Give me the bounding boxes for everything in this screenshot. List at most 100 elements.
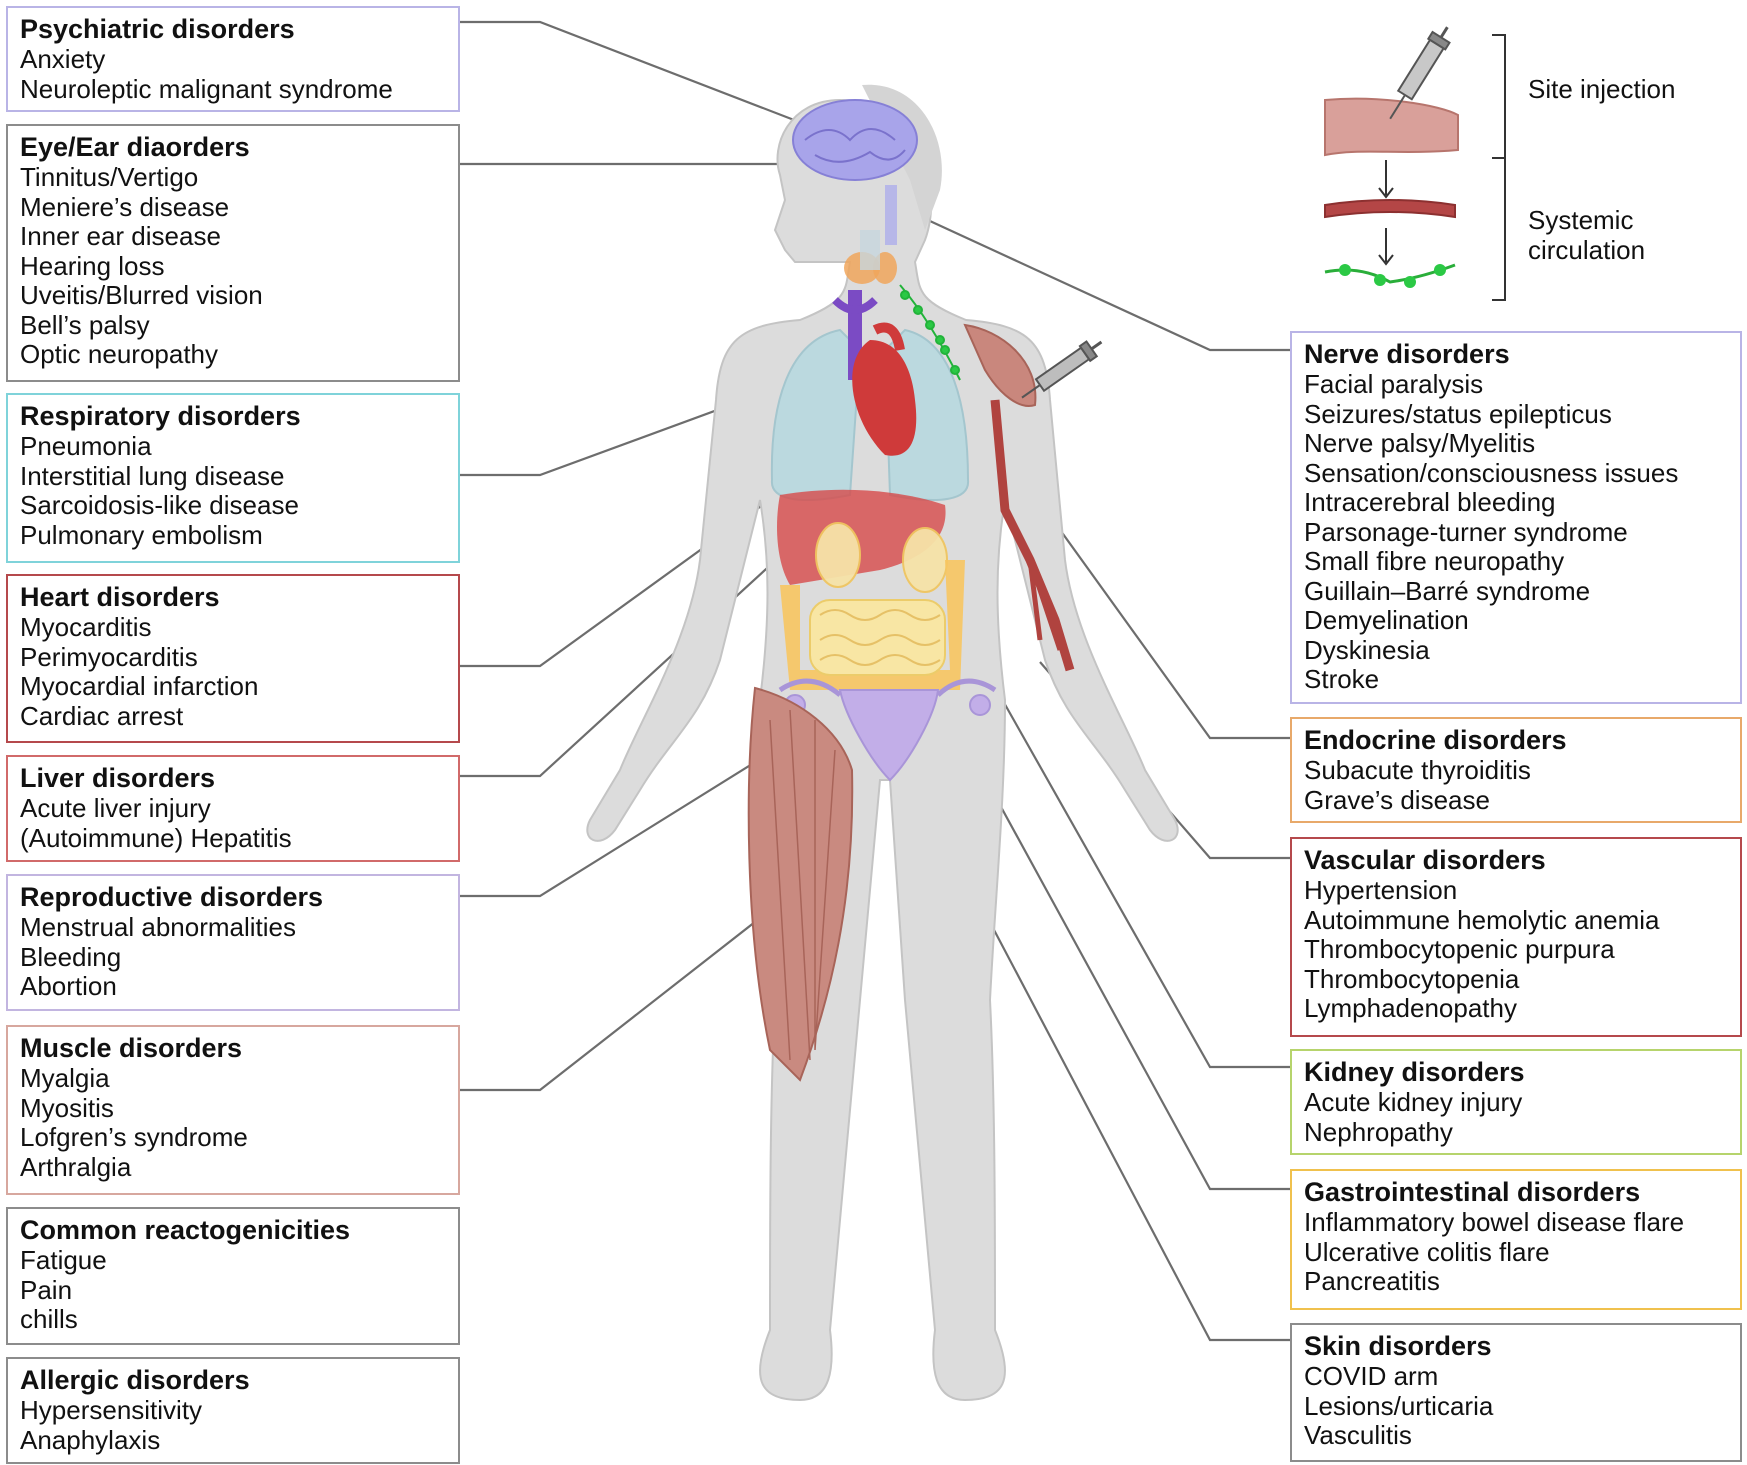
- reproductive-disorder-item: Menstrual abnormalities: [20, 912, 297, 942]
- psychiatric-disorders-title: Psychiatric disorders: [20, 14, 295, 44]
- heart-disorder-item: Myocardial infarction: [20, 671, 259, 701]
- nerve-disorder-item: Nerve palsy/Myelitis: [1304, 428, 1536, 458]
- eye-ear-disorder-item: Bell’s palsy: [20, 309, 150, 340]
- respiratory-disorders-title: Respiratory disorders: [20, 401, 301, 431]
- site-injection-label: Site injection: [1528, 74, 1676, 104]
- vascular-disorder-item: Thrombocytopenic purpura: [1304, 934, 1615, 964]
- kidney-disorder-item: Acute kidney injury: [1304, 1087, 1523, 1117]
- nerve-disorders-title: Nerve disorders: [1304, 339, 1510, 369]
- gastrointestinal-disorder-item: Pancreatitis: [1304, 1266, 1440, 1296]
- brain: [792, 99, 918, 181]
- muscle-disorders-title: Muscle disorders: [20, 1033, 243, 1063]
- kidney-disorders-title: Kidney disorders: [1304, 1057, 1525, 1087]
- allergic-disorder-item: Anaphylaxis: [20, 1424, 161, 1455]
- reproductive-disorder-item: Bleeding: [20, 941, 122, 972]
- leader-muscle: [460, 892, 793, 1092]
- leader-gastrointestinal: [924, 667, 1290, 1191]
- eye-ear-disorder-item: Uveitis/Blurred vision: [20, 280, 263, 310]
- nerve-disorder-item: Seizures/status epilepticus: [1304, 398, 1612, 429]
- nerve-disorder-item: Intracerebral bleeding: [1304, 487, 1556, 517]
- vascular-disorder-item: Lymphadenopathy: [1304, 993, 1517, 1023]
- vascular-disorder-item: Autoimmune hemolytic anemia: [1304, 904, 1660, 935]
- gastrointestinal-disorder-item: Inflammatory bowel disease flare: [1304, 1207, 1685, 1237]
- endocrine-disorders-title: Endocrine disorders: [1304, 725, 1567, 755]
- skin-disorders-title: Skin disorders: [1304, 1331, 1492, 1361]
- respiratory-disorder-item: Pulmonary embolism: [20, 519, 263, 550]
- endocrine-disorder-item: Grave’s disease: [1304, 784, 1490, 815]
- eye-ear-disorder-item: Optic neuropathy: [20, 339, 219, 369]
- nerve-disorder-item: Guillain–Barré syndrome: [1304, 575, 1591, 606]
- leader-skin: [992, 927, 1290, 1342]
- eye-ear-disorder-item: Hearing loss: [20, 250, 165, 281]
- legend-illustration: [1324, 26, 1506, 301]
- leader-nerve: [892, 203, 1290, 352]
- systemic-circulation-label-2: circulation: [1528, 235, 1646, 265]
- nerve-disorder-item: Stroke: [1304, 664, 1380, 694]
- leader-lines: [460, 20, 1290, 1342]
- muscle-disorder-item: Lofgren’s syndrome: [20, 1122, 248, 1152]
- intestines: [780, 560, 965, 690]
- liver-disorders-title: Liver disorders: [20, 763, 216, 793]
- skin-disorder-item: Lesions/urticaria: [1304, 1390, 1494, 1421]
- leader-liver: [460, 537, 801, 778]
- heart-disorder-item: Perimyocarditis: [20, 641, 198, 672]
- thigh-muscle: [747, 686, 854, 1082]
- arm-muscle: [963, 323, 1075, 672]
- nerve-disorder-item: Parsonage-turner syndrome: [1304, 516, 1628, 547]
- liver-disorder-item: Acute liver injury: [20, 793, 211, 823]
- vascular-disorder-item: Hypertension: [1304, 875, 1458, 905]
- nerve-disorder-item: Small fibre neuropathy: [1304, 546, 1565, 576]
- nerve-disorder-item: Facial paralysis: [1304, 369, 1484, 399]
- allergic-disorders-title: Allergic disorders: [20, 1365, 250, 1395]
- reproductive-disorder-item: Abortion: [20, 971, 117, 1001]
- liver-disorder-item: (Autoimmune) Hepatitis: [20, 822, 292, 853]
- respiratory-disorder-item: Pneumonia: [20, 431, 152, 461]
- kidney-disorder-item: Nephropathy: [1304, 1116, 1453, 1147]
- lymph-nodes: [899, 284, 961, 381]
- gastrointestinal-disorder-item: Ulcerative colitis flare: [1304, 1236, 1550, 1267]
- endocrine-disorder-item: Subacute thyroiditis: [1304, 755, 1531, 785]
- leader-kidney: [924, 562, 1290, 1069]
- muscle-disorder-item: Myositis: [20, 1092, 114, 1123]
- heart-disorder-item: Myocarditis: [20, 612, 152, 642]
- systemic-circulation-label-1: Systemic: [1528, 205, 1634, 235]
- respiratory-disorder-item: Interstitial lung disease: [20, 460, 285, 491]
- nerve-disorder-item: Dyskinesia: [1304, 634, 1430, 665]
- eye-ear-disorders-title: Eye/Ear diaorders: [20, 132, 250, 162]
- kidneys-pancreas: [815, 522, 948, 593]
- vascular-disorder-item: Thrombocytopenia: [1304, 963, 1520, 994]
- nerve-disorder-item: Demyelination: [1304, 605, 1469, 635]
- leader-psychiatric: [460, 20, 821, 132]
- arm-syringe-icon: [1021, 340, 1103, 399]
- vascular-disorders-title: Vascular disorders: [1304, 845, 1546, 875]
- eye-ear-disorder-item: Meniere’s disease: [20, 191, 230, 222]
- skin-disorder-item: Vasculitis: [1304, 1420, 1412, 1450]
- nerve-disorder-item: Sensation/consciousness issues: [1304, 457, 1679, 488]
- common-disorder-item: Fatigue: [20, 1245, 107, 1275]
- respiratory-disorder-item: Sarcoidosis-like disease: [20, 490, 299, 520]
- common-disorder-item: Pain: [20, 1274, 73, 1305]
- skin-disorder-item: COVID arm: [1304, 1361, 1439, 1391]
- psychiatric-disorder-item: Neuroleptic malignant syndrome: [20, 73, 393, 104]
- legend-syringe-icon: [1389, 26, 1451, 120]
- eye-ear-disorder-item: Inner ear disease: [20, 221, 221, 251]
- spinal-cord: [885, 185, 897, 245]
- eye-ear-disorder-item: Tinnitus/Vertigo: [20, 162, 199, 192]
- muscle-disorder-item: Myalgia: [20, 1063, 110, 1093]
